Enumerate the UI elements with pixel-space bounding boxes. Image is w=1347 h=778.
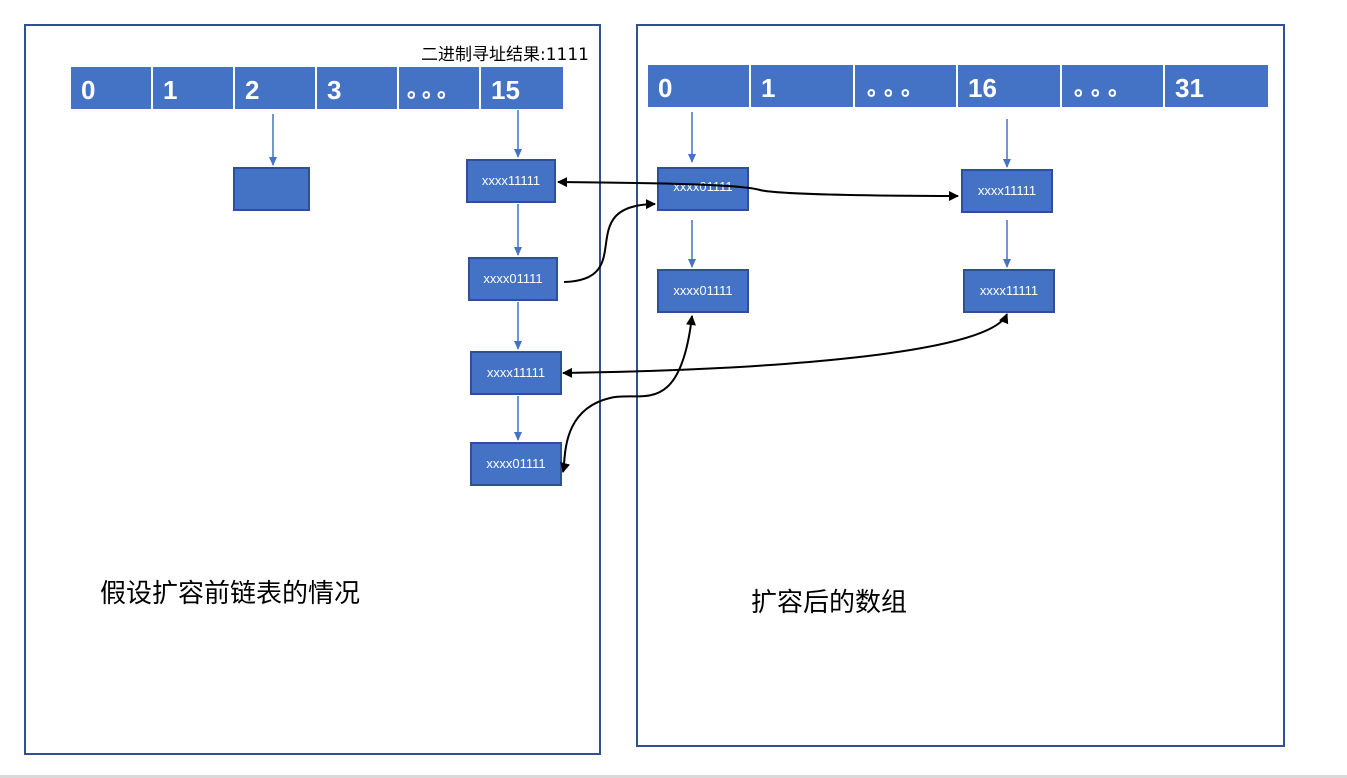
old-chain-node-3: xxxx11111: [470, 351, 562, 395]
right-panel: [636, 24, 1285, 747]
old-array-cell-ellipsis: 。。。: [399, 67, 479, 109]
new-bucket0-node-2: xxxx01111: [657, 269, 749, 313]
old-array-cell-2: 2: [235, 67, 315, 109]
old-bucket2-node: [233, 167, 310, 211]
new-array-cell-0: 0: [648, 65, 749, 107]
new-array-cell-31: 31: [1165, 65, 1268, 107]
old-array-cell-1: 1: [153, 67, 233, 109]
addressing-result-label: 二进制寻址结果:1111: [421, 45, 589, 65]
bottom-divider: [0, 775, 1347, 778]
migrate-node2-to-bucket0: [563, 199, 656, 283]
new-array-cell-1: 1: [751, 65, 853, 107]
migrate-node4-to-bucket0-node2: [560, 315, 696, 473]
new-array-cell-ellipsis-2: 。。。: [1062, 65, 1163, 107]
old-chain-node-1: xxxx11111: [466, 159, 556, 203]
new-array-cell-16: 16: [958, 65, 1060, 107]
old-chain-node-2: xxxx01111: [468, 257, 558, 301]
new-bucket16-node-2: xxxx11111: [963, 269, 1055, 313]
old-chain-node-4: xxxx01111: [470, 442, 562, 486]
old-array-cell-3: 3: [317, 67, 397, 109]
left-caption: 假设扩容前链表的情况: [100, 579, 361, 609]
new-bucket16-node-1: xxxx11111: [961, 169, 1053, 213]
new-array-cell-ellipsis-1: 。。。: [855, 65, 956, 107]
migrate-node1-to-bucket16: [557, 177, 959, 201]
right-caption: 扩容后的数组: [751, 588, 908, 618]
old-array-cell-0: 0: [71, 67, 151, 109]
migrate-node3-to-bucket16-node2: [562, 313, 1009, 378]
old-array-cell-15: 15: [481, 67, 563, 109]
